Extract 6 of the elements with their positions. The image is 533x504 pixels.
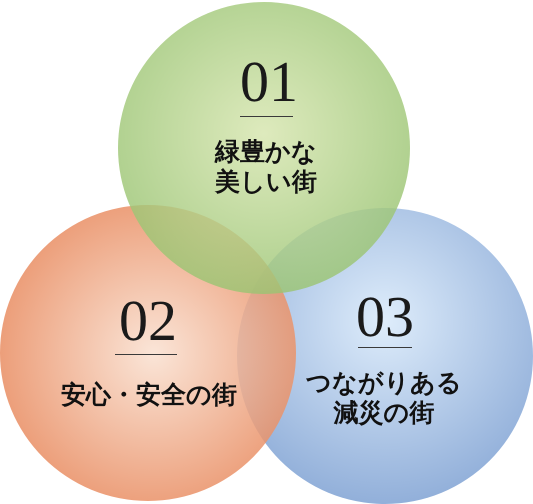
circle-heading: 安心・安全の街 [61, 380, 237, 410]
circle-heading: つながりある減災の街 [305, 368, 463, 428]
circle-number: 01 [240, 57, 298, 107]
circle-heading: 緑豊かな美しい街 [214, 137, 318, 197]
circle-number: 02 [119, 296, 177, 346]
circle-number: 03 [356, 292, 414, 342]
